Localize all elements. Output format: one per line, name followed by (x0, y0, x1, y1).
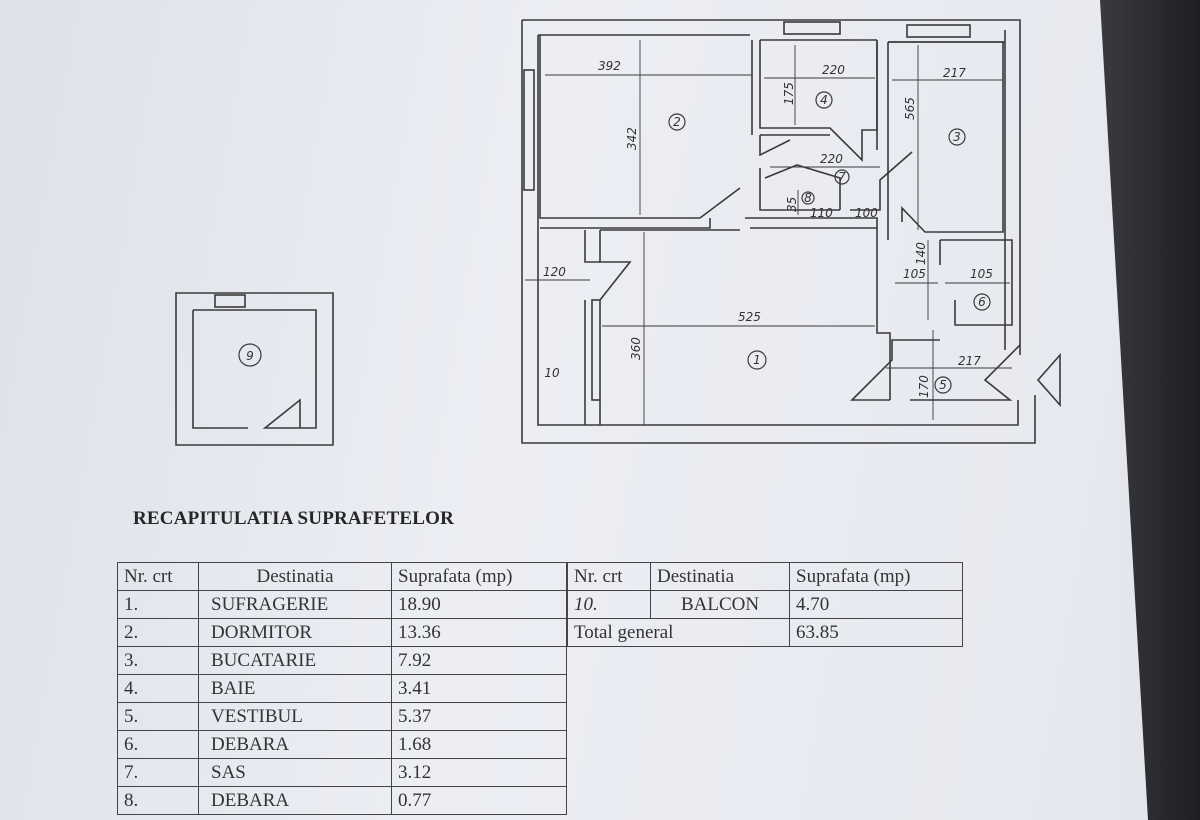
surface-table-right: Nr. crt Destinatia Suprafata (mp) 10. BA… (567, 562, 963, 647)
dim-342: 342 (625, 127, 639, 150)
dim-220: 220 (822, 63, 845, 77)
room-number-2: 2 (673, 115, 681, 129)
cell-destinatia: SAS (198, 758, 392, 787)
total-row: Total general 63.85 (567, 618, 963, 647)
table-header: Nr. crt Destinatia Suprafata (mp) (567, 562, 963, 591)
dim-392: 392 (598, 59, 621, 73)
room-1-walls (599, 217, 891, 425)
window (214, 294, 246, 308)
dim-120: 120 (543, 265, 566, 279)
room-number-6: 6 (978, 295, 986, 309)
cell-suprafata: 1.68 (391, 730, 567, 759)
header-suprafata: Suprafata (mp) (789, 562, 963, 591)
dimension-lines (525, 40, 1012, 425)
window (523, 69, 535, 191)
outer-wall (521, 19, 1036, 444)
room-5-walls (850, 339, 1021, 401)
summary-title: RECAPITULATIA SUPRAFETELOR (133, 508, 455, 529)
cell-suprafata: 4.70 (789, 590, 963, 619)
cell-suprafata: 7.92 (391, 646, 567, 675)
dim-565: 565 (903, 97, 917, 120)
room-number-7: 7 (838, 170, 846, 184)
total-value: 63.85 (789, 618, 963, 647)
dim-360: 360 (629, 337, 643, 360)
room-number-3: 3 (953, 130, 961, 144)
dim-110: 110 (810, 206, 833, 220)
cell-suprafata: 3.12 (391, 758, 567, 787)
room-number-8: 8 (804, 191, 812, 205)
dim-217: 217 (943, 66, 966, 80)
dim-105: 105 (903, 267, 926, 281)
cell-suprafata: 18.90 (391, 590, 567, 619)
cell-nr: 10. (567, 590, 651, 619)
dim-105: 105 (970, 267, 993, 281)
cell-destinatia: DEBARA (198, 786, 392, 815)
total-label: Total general (567, 618, 790, 647)
table-row: 10. BALCON 4.70 (567, 590, 963, 619)
cell-destinatia: DEBARA (198, 730, 392, 759)
cell-suprafata: 13.36 (391, 618, 567, 647)
cell-destinatia: DORMITOR (198, 618, 392, 647)
cell-nr: 4. (117, 674, 199, 703)
room-6-walls (939, 239, 1013, 326)
header-destinatia: Destinatia (198, 562, 392, 591)
room-3-walls (887, 41, 1004, 240)
header-destinatia: Destinatia (650, 562, 790, 591)
room-number-10: 10 (544, 366, 560, 380)
dim-100: 100 (855, 206, 878, 220)
room-4-walls (759, 40, 878, 162)
room-2-walls (539, 35, 753, 229)
cell-destinatia: VESTIBUL (198, 702, 392, 731)
window (906, 24, 971, 38)
cell-nr: 8. (117, 786, 199, 815)
room-7-walls (759, 42, 913, 211)
dim-35: 35 (785, 197, 799, 212)
header-nr: Nr. crt (567, 562, 651, 591)
header-suprafata: Suprafata (mp) (391, 562, 567, 591)
dim-217: 217 (958, 354, 981, 368)
cell-suprafata: 0.77 (391, 786, 567, 815)
room-number-5: 5 (939, 378, 947, 392)
cell-destinatia: SUFRAGERIE (198, 590, 392, 619)
window (783, 21, 841, 35)
cell-nr: 5. (117, 702, 199, 731)
cell-nr: 7. (117, 758, 199, 787)
table-header: Nr. crt Destinatia Suprafata (mp) (117, 562, 567, 591)
cell-nr: 3. (117, 646, 199, 675)
window (591, 299, 601, 401)
dim-170: 170 (917, 375, 931, 398)
room-9-walls (175, 292, 334, 446)
top-wall-inner (538, 34, 1005, 43)
surface-table: Nr. crt Destinatia Suprafata (mp) 1.SUFR… (117, 562, 567, 815)
cell-nr: 6. (117, 730, 199, 759)
cell-destinatia: BUCATARIE (198, 646, 392, 675)
cell-destinatia: BAIE (198, 674, 392, 703)
room-number-4: 4 (820, 93, 828, 107)
dim-220: 220 (820, 152, 843, 166)
entrance-marker (1036, 352, 1061, 408)
cell-suprafata: 3.41 (391, 674, 567, 703)
dim-525: 525 (738, 310, 761, 324)
dim-175: 175 (782, 82, 796, 105)
room-number-1: 1 (753, 353, 761, 367)
dim-140: 140 (914, 242, 928, 265)
room-number-9: 9 (246, 349, 254, 363)
cell-nr: 2. (117, 618, 199, 647)
room-10-walls (584, 230, 600, 425)
cell-destinatia: BALCON (650, 590, 790, 619)
cell-suprafata: 5.37 (391, 702, 567, 731)
header-nr: Nr. crt (117, 562, 199, 591)
cell-nr: 1. (117, 590, 199, 619)
